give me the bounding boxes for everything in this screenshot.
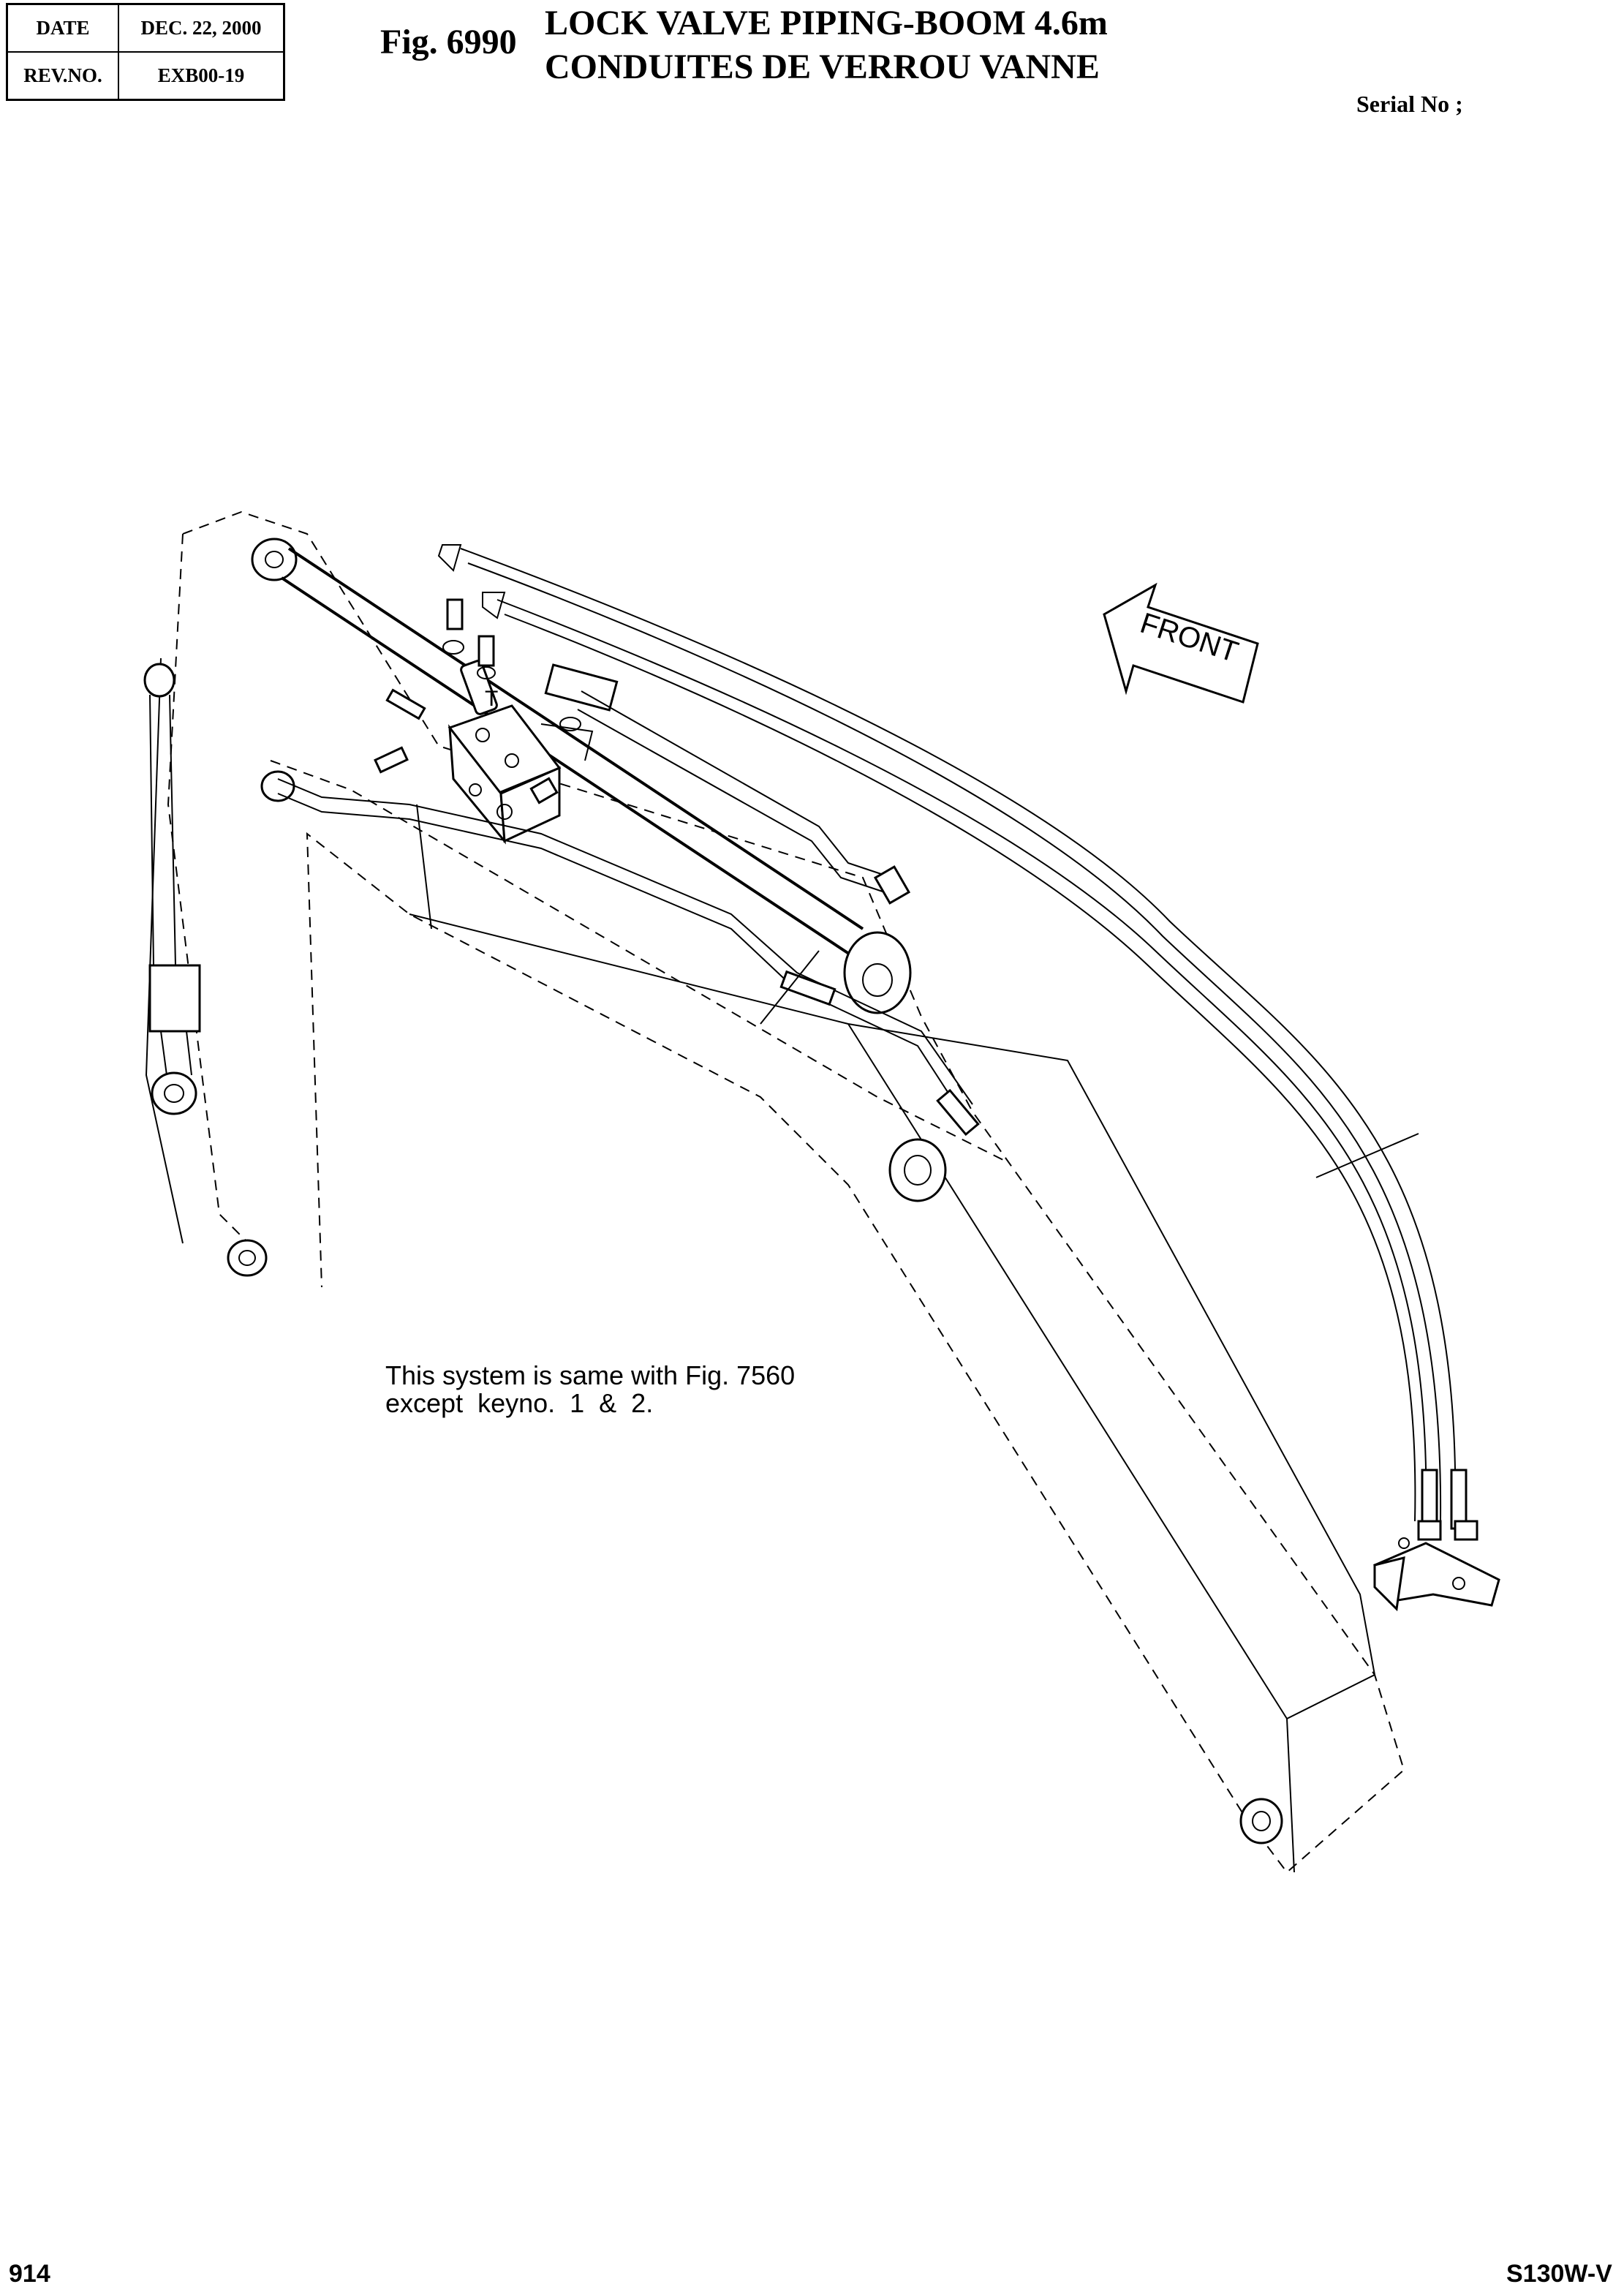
lock-valve-block [374, 598, 619, 845]
serial-number-label: Serial No ; [1356, 91, 1463, 117]
hydraulic-lines [277, 690, 980, 1137]
page-number: 914 [9, 2260, 50, 2288]
rev-value: EXB00-19 [118, 51, 285, 101]
reference-line [1315, 1133, 1419, 1178]
page-title: LOCK VALVE PIPING-BOOM 4.6m CONDUITES DE… [545, 1, 1108, 89]
revision-table: DATE DEC. 22, 2000 REV.NO. EXB00-19 [6, 3, 285, 101]
model-number: S130W-V [1506, 2260, 1612, 2288]
hose-bracket [1373, 1537, 1500, 1612]
rev-label: REV.NO. [6, 51, 119, 101]
arm-cylinder [251, 538, 912, 1014]
boom-cylinder [143, 663, 201, 1115]
boom-outline [145, 510, 1405, 1874]
reference-line [760, 950, 820, 1025]
port-t-label: T [485, 687, 498, 711]
date-value: DEC. 22, 2000 [118, 3, 285, 53]
front-arrow-icon: FRONT [1103, 582, 1259, 704]
system-note: This system is same with Fig. 7560 excep… [385, 1360, 796, 1418]
long-hoses [437, 544, 1478, 1541]
boom-pins [227, 770, 1283, 1844]
figure-number: Fig. 6990 [380, 23, 517, 61]
date-label: DATE [6, 3, 119, 53]
title-line-english: LOCK VALVE PIPING-BOOM 4.6m [545, 4, 1108, 42]
title-line-french: CONDUITES DE VERROU VANNE [545, 48, 1100, 86]
